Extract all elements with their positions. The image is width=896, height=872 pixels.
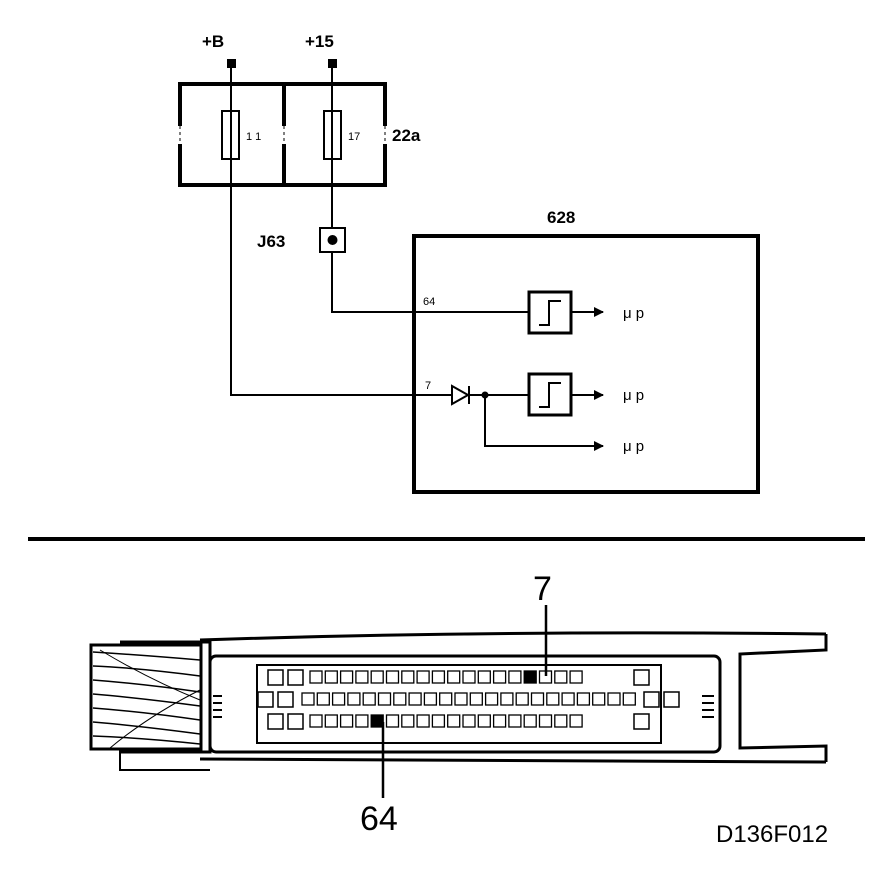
output-label-1: μ p	[623, 305, 644, 322]
control-unit-label: 628	[547, 208, 575, 227]
connector-pin	[538, 714, 553, 728]
connector-pin	[362, 692, 376, 706]
connector-drawing	[89, 631, 828, 771]
connector-pin	[477, 670, 491, 684]
schmitt-trigger-bottom	[527, 372, 573, 417]
connector-pin	[439, 692, 453, 706]
connector-pin	[515, 692, 529, 706]
connector-pin	[523, 714, 537, 728]
connector-pin	[393, 692, 407, 706]
connector-pin	[416, 714, 430, 728]
supply-15-label: +15	[305, 32, 334, 51]
connector-pin	[324, 670, 338, 684]
connector-pin	[492, 714, 507, 728]
connector-pin	[523, 670, 537, 684]
connector-pin	[316, 692, 330, 706]
supply-b-label: +B	[202, 32, 224, 51]
connector-pin	[355, 670, 369, 684]
connector-pin	[431, 714, 446, 728]
connector-pin	[492, 670, 507, 684]
fuse-right-label: 17	[348, 131, 360, 143]
callout-64-label: 64	[360, 800, 398, 838]
control-unit-box	[412, 234, 760, 494]
connector-pin	[370, 670, 384, 684]
connector-pin	[462, 714, 476, 728]
fuse-box-label: 22a	[392, 126, 421, 145]
connector-pin	[447, 714, 461, 728]
supply-b-terminal	[227, 59, 236, 68]
output-label-3: μ p	[623, 438, 644, 455]
connector-pin	[447, 670, 461, 684]
connector-pin	[607, 692, 621, 706]
connector-pin	[431, 670, 446, 684]
connector-pin	[331, 692, 346, 706]
connector-pin	[416, 670, 430, 684]
connector-pin	[576, 692, 591, 706]
fuse-left-label: 1 1	[246, 131, 261, 143]
output-label-2: μ p	[623, 387, 644, 404]
connector-pin	[301, 692, 315, 706]
connector-pin	[309, 714, 323, 728]
connector-pin	[309, 670, 323, 684]
connector-pin	[385, 714, 400, 728]
schmitt-trigger-top	[527, 290, 573, 335]
connector-pin	[370, 714, 384, 728]
connector-pin	[554, 670, 568, 684]
connector-pin	[377, 692, 392, 706]
drawing-id: D136F012	[716, 821, 828, 848]
junction-j63	[319, 227, 346, 253]
connector-pin	[401, 714, 415, 728]
connector-pin	[347, 692, 361, 706]
connector-pin	[554, 714, 568, 728]
pin-7-label: 7	[425, 380, 431, 392]
connector-pin	[508, 714, 522, 728]
connector-pin	[477, 714, 491, 728]
connector-pin	[462, 670, 476, 684]
connector-pin	[339, 714, 354, 728]
supply-15-terminal	[328, 59, 337, 68]
callout-7-label: 7	[533, 570, 552, 608]
connector-pin	[454, 692, 468, 706]
connector-pin	[324, 714, 338, 728]
connector-pin	[546, 692, 560, 706]
junction-label: J63	[257, 232, 285, 251]
connector-pin	[423, 692, 438, 706]
connector-pin	[622, 692, 636, 706]
connector-pin	[592, 692, 606, 706]
connector-pin	[401, 670, 415, 684]
connector-pin	[355, 714, 369, 728]
connector-pin	[530, 692, 545, 706]
connector-pin	[408, 692, 422, 706]
connector-pin	[500, 692, 514, 706]
connector-pin	[561, 692, 575, 706]
diode	[451, 384, 471, 406]
wire-b-to-pin7	[230, 68, 452, 396]
wire-branch-output	[484, 395, 604, 451]
connector-pins	[301, 670, 636, 728]
junction-dot	[327, 235, 338, 245]
connector-pin	[508, 670, 522, 684]
pin-64-label: 64	[423, 296, 435, 308]
connector-pin	[339, 670, 354, 684]
connector-pin	[385, 670, 400, 684]
connector-pin	[569, 670, 583, 684]
connector-pin	[484, 692, 499, 706]
connector-pin	[469, 692, 483, 706]
connector-pin	[569, 714, 583, 728]
wire-j63-to-pin64	[331, 252, 529, 313]
